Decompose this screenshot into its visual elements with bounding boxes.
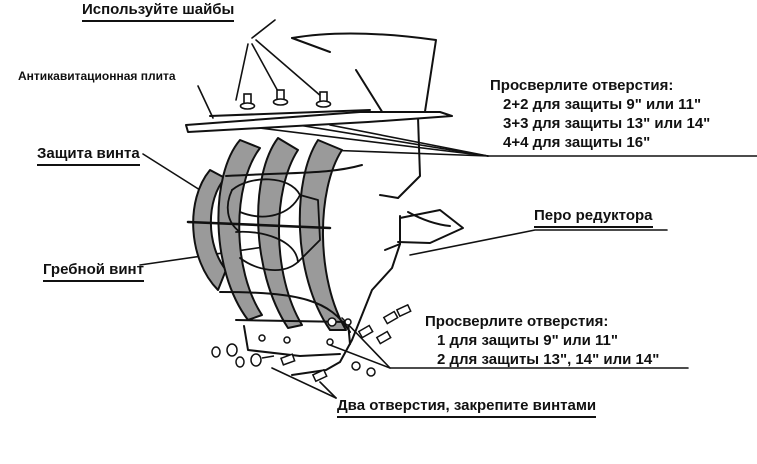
bolt-icon [280,353,296,366]
skeg [291,243,401,376]
label-drill-top-line3: 4+4 для защиты 16" [503,134,651,151]
bolt-icon [235,353,275,368]
propeller-shape [226,178,321,271]
gearcase-fin [397,209,464,245]
label-drill-bottom-line1: 1 для защиты 9" или 11" [437,332,619,349]
label-gearcase-fin: Перо редуктора [534,208,653,228]
bolt-icon [357,324,374,339]
bolt-icon [211,343,238,358]
washer-bolt-icon [272,89,289,106]
label-drill-top-line2: 3+3 для защиты 13" или 14" [503,115,711,132]
bolt-icon [375,330,392,345]
label-drill-bottom-title: Просверлите отверстия: [425,313,609,330]
label-washers: Используйте шайбы [82,2,235,22]
loose-bolts [211,303,412,383]
washer-bolt-icon [315,91,332,108]
outboard-leg [291,32,437,199]
label-two-holes: Два отверстия, закрепите винтами [337,398,597,418]
bottom-bracket [243,325,341,357]
leader-lines [139,19,757,399]
anticavitation-plate-shape [185,109,453,133]
label-anticavitation-plate: Антикавитационная плита [18,69,176,83]
label-drill-top-line1: 2+2 для защиты 9" или 11" [503,96,702,113]
bolt-icon [395,303,412,318]
label-drill-top-title: Просверлите отверстия: [490,77,674,94]
skeg-holes [258,317,352,346]
bolt-icon [311,368,328,383]
plate-washers [239,89,332,110]
label-prop-guard: Защита винта [37,146,140,166]
bolt-icon [382,310,399,325]
label-propeller: Гребной винт [43,262,144,282]
washer-bolt-icon [239,93,256,110]
bolt-icon [351,361,376,377]
guard-rings [186,137,363,345]
label-drill-bottom-line2: 2 для защиты 13", 14" или 14" [437,351,660,368]
